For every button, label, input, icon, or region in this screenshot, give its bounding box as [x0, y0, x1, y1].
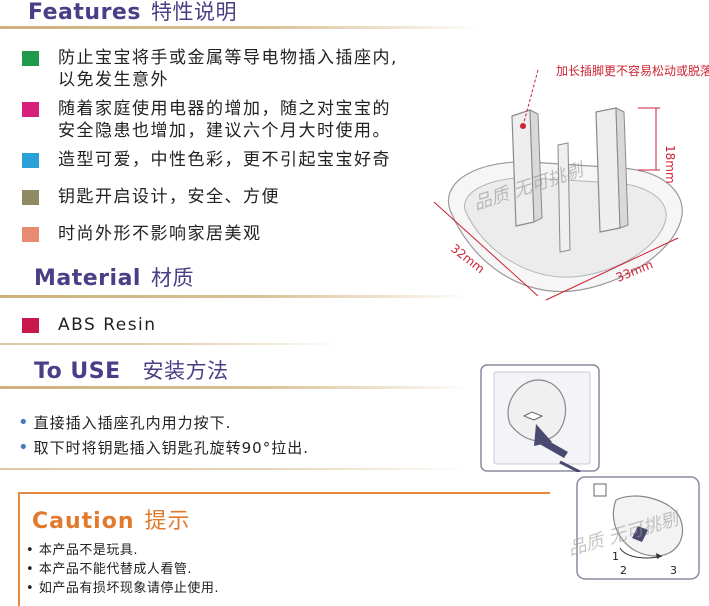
key-hole-marker-icon [520, 123, 526, 129]
material-title-cn: 材质 [150, 266, 194, 290]
touse-heading: To USE 安装方法 [34, 355, 229, 385]
push-arrow-icon [534, 424, 552, 446]
feature-item-1: 防止宝宝将手或金属等导电物插入插座内, 以免发生意外 [22, 47, 398, 91]
material-divider [0, 295, 470, 298]
touse-title-cn: 安装方法 [142, 359, 229, 383]
caution-box [18, 492, 550, 606]
material-heading: Material 材质 [34, 262, 194, 292]
step-label-2: 2 [620, 564, 627, 577]
features-title-cn: 特性说明 [150, 0, 237, 24]
removal-illustration: 1 2 3 [576, 476, 700, 580]
feature-item-2: 随着家庭使用电器的增加，随之对宝宝的 安全隐患也增加，建议六个月大时使用。 [22, 98, 391, 142]
features-divider [0, 26, 480, 29]
touse-divider [0, 386, 470, 389]
feature-text-3: 造型可爱，中性色彩，更不引起宝宝好奇 [58, 150, 391, 170]
caution-text-2: 本产品不能代替成人看管. [38, 562, 192, 577]
bullet-dot-icon: • [18, 412, 30, 433]
bullet-dot-icon: • [26, 562, 39, 577]
touse-line-2: •取下时将钥匙插入钥匙孔旋转90°拉出. [18, 437, 309, 458]
caution-line-2: • 本产品不能代替成人看管. [26, 558, 192, 577]
bullet-dot-icon: • [26, 581, 39, 596]
magenta-square-icon [22, 102, 39, 117]
step-label-1: 1 [612, 550, 619, 563]
bullet-dot-icon: • [26, 543, 39, 558]
feature-text-5: 时尚外形不影响家居美观 [58, 224, 262, 244]
touse-line-1: •直接插入插座孔内用力按下. [18, 412, 231, 433]
touse-title-en: To USE [34, 359, 121, 384]
caution-text-3: 如产品有损坏现象请停止使用. [38, 581, 219, 596]
feature-text-1: 防止宝宝将手或金属等导电物插入插座内, 以免发生意外 [58, 48, 398, 90]
blue-square-icon [22, 153, 39, 168]
feature-text-4: 钥匙开启设计，安全、方便 [58, 187, 280, 207]
material-text: ABS Resin [58, 315, 157, 335]
feature-item-5: 时尚外形不影响家居美观 [22, 223, 262, 245]
material-title-en: Material [34, 266, 141, 291]
prong-annotation: 加长插脚更不容易松动或脱落 [556, 64, 709, 78]
material-item: ABS Resin [22, 314, 157, 336]
salmon-square-icon [22, 227, 39, 242]
features-title-en: Features [28, 0, 141, 25]
touse-bottom-divider [0, 468, 470, 470]
caution-title-cn: 提示 [144, 509, 191, 534]
caution-line-1: • 本产品不是玩具. [26, 539, 138, 558]
touse-text-1: 直接插入插座孔内用力按下. [33, 414, 232, 432]
feature-item-3: 造型可爱，中性色彩，更不引起宝宝好奇 [22, 149, 391, 171]
product-dimension-diagram: 18mm 32mm 33mm 品质 无可挑剔 [433, 69, 683, 301]
olive-square-icon [22, 190, 39, 205]
material-bottom-divider [0, 343, 340, 345]
red-square-icon [22, 318, 39, 333]
feature-item-4: 钥匙开启设计，安全、方便 [22, 186, 280, 208]
caution-line-3: • 如产品有损坏现象请停止使用. [26, 577, 219, 596]
caution-title-en: Caution [32, 509, 135, 534]
caution-heading: Caution 提示 [32, 503, 191, 535]
feature-text-2: 随着家庭使用电器的增加，随之对宝宝的 安全隐患也增加，建议六个月大时使用。 [58, 99, 391, 141]
features-heading: Features 特性说明 [28, 0, 237, 26]
touse-text-2: 取下时将钥匙插入钥匙孔旋转90°拉出. [33, 439, 309, 457]
install-illustration [480, 364, 600, 472]
green-square-icon [22, 51, 39, 66]
height-dimension-label: 18mm [663, 145, 677, 184]
step-label-3: 3 [670, 564, 677, 577]
bullet-dot-icon: • [18, 437, 30, 458]
caution-text-1: 本产品不是玩具. [38, 543, 138, 558]
rotate-arrow-icon [656, 553, 662, 559]
